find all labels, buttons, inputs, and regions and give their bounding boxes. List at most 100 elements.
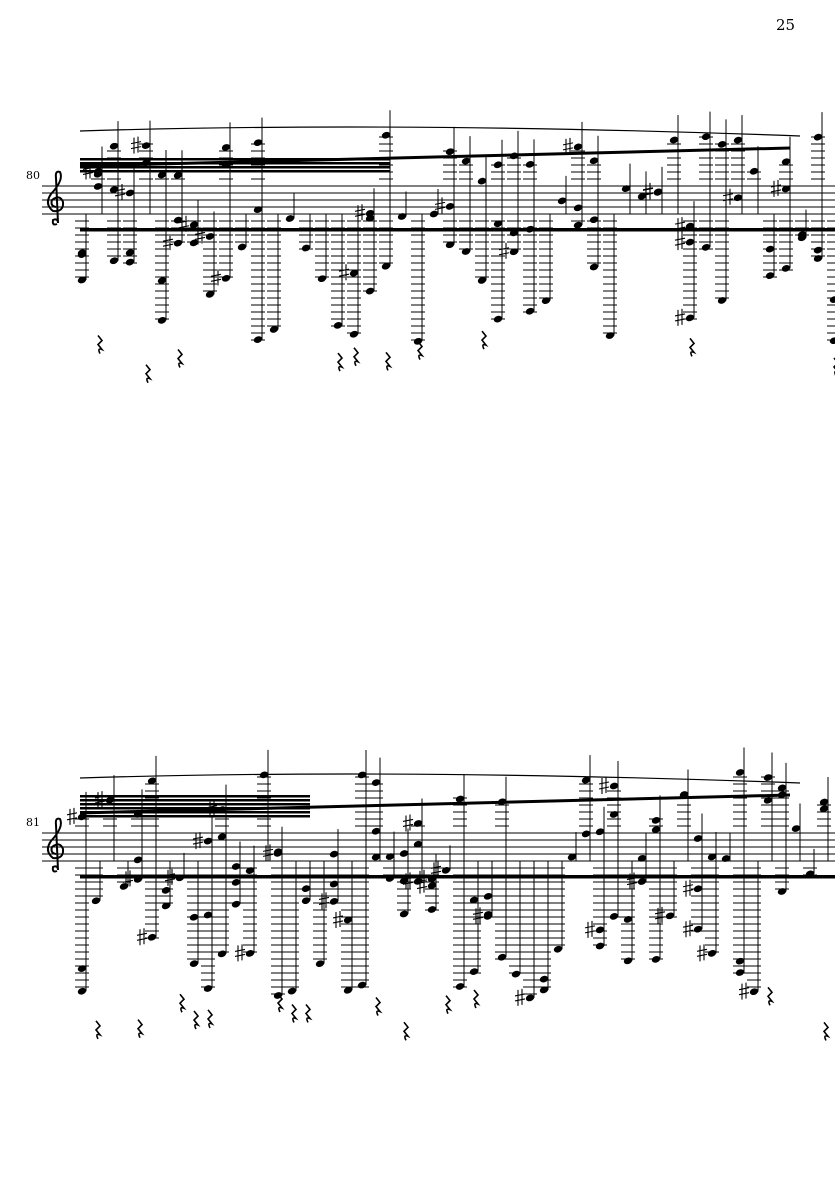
notehead [399, 850, 409, 857]
notehead [573, 204, 583, 212]
sharp-icon [194, 227, 206, 245]
notehead [371, 853, 381, 861]
notehead [777, 784, 787, 792]
notehead [343, 916, 353, 924]
notehead [637, 854, 647, 862]
page-number: 25 [776, 16, 796, 34]
notehead [477, 177, 487, 185]
notehead [157, 277, 167, 284]
notehead [609, 913, 619, 920]
notehead [717, 297, 727, 304]
rest-icon [402, 1021, 411, 1041]
notehead [91, 897, 101, 905]
notehead [557, 197, 567, 205]
sharp-icon [562, 137, 574, 155]
beam [80, 795, 310, 798]
rest-icon [416, 341, 425, 360]
sharp-icon [674, 217, 686, 235]
beam [80, 803, 310, 806]
sharp-icon [434, 197, 446, 215]
measure-number-80: 80 [26, 169, 40, 182]
sharp-icon [402, 814, 414, 832]
sharp-icon [626, 872, 638, 890]
notehead [525, 307, 535, 315]
rest-icon [374, 997, 383, 1016]
notehead [477, 277, 487, 284]
sharp-icon [674, 308, 686, 326]
notehead [733, 194, 743, 202]
notehead [819, 798, 829, 806]
notehead [245, 867, 255, 874]
rest-icon [688, 337, 697, 357]
sharp-icon [722, 188, 734, 206]
notehead [381, 262, 391, 270]
beam [79, 146, 791, 168]
notehead [109, 142, 119, 150]
notehead [93, 170, 103, 178]
notehead [315, 960, 325, 968]
notehead [749, 988, 759, 996]
beam [80, 158, 390, 161]
beam [80, 166, 390, 169]
notehead [217, 833, 227, 841]
notehead [605, 332, 615, 339]
rest-icon [336, 352, 345, 372]
sharp-icon [654, 906, 666, 924]
notehead [173, 171, 183, 179]
notehead [763, 796, 773, 804]
notehead [125, 258, 135, 266]
sharp-icon [114, 183, 126, 201]
notehead [777, 888, 787, 895]
rest-icon [192, 1010, 201, 1030]
notehead [525, 994, 535, 1002]
beam [80, 807, 310, 810]
notehead [567, 853, 577, 861]
sharp-icon [696, 944, 708, 962]
notehead [343, 986, 353, 994]
notehead [669, 136, 679, 144]
sharp-icon [598, 777, 610, 795]
sharp-icon [210, 269, 222, 287]
treble-clef-icon [47, 170, 65, 226]
notehead [733, 136, 743, 144]
notehead [749, 167, 759, 175]
beam [80, 170, 390, 173]
notehead [829, 337, 835, 345]
notehead [413, 820, 423, 827]
sharp-icon [642, 182, 654, 200]
notehead [511, 970, 521, 978]
rest-icon [352, 347, 361, 367]
notehead [621, 185, 631, 193]
sharp-icon [682, 920, 694, 938]
beam [79, 793, 791, 815]
rest-icon [384, 351, 393, 371]
notehead [273, 850, 283, 857]
sharp-icon [318, 892, 330, 910]
notehead [609, 782, 619, 790]
measure-number-81: 81 [26, 816, 40, 829]
notehead [269, 326, 279, 333]
notehead [385, 853, 395, 860]
notehead [173, 216, 183, 224]
rest-icon [144, 364, 153, 384]
notehead [205, 290, 215, 298]
rest-icon [178, 993, 187, 1013]
notehead [483, 911, 493, 918]
notehead [735, 769, 745, 776]
sharp-icon [332, 910, 344, 928]
notehead [735, 957, 745, 965]
sharp-icon [66, 807, 78, 825]
notehead [813, 246, 823, 254]
sharp-icon [770, 179, 782, 197]
notehead [441, 866, 451, 874]
notehead [589, 263, 599, 271]
notehead [329, 850, 339, 858]
rest-icon [136, 1019, 145, 1039]
notehead [189, 239, 199, 247]
beam [80, 875, 835, 879]
notehead [651, 826, 661, 834]
treble-clef-icon [47, 817, 65, 873]
notehead [525, 161, 535, 168]
notehead [189, 960, 199, 967]
notehead [109, 257, 119, 265]
